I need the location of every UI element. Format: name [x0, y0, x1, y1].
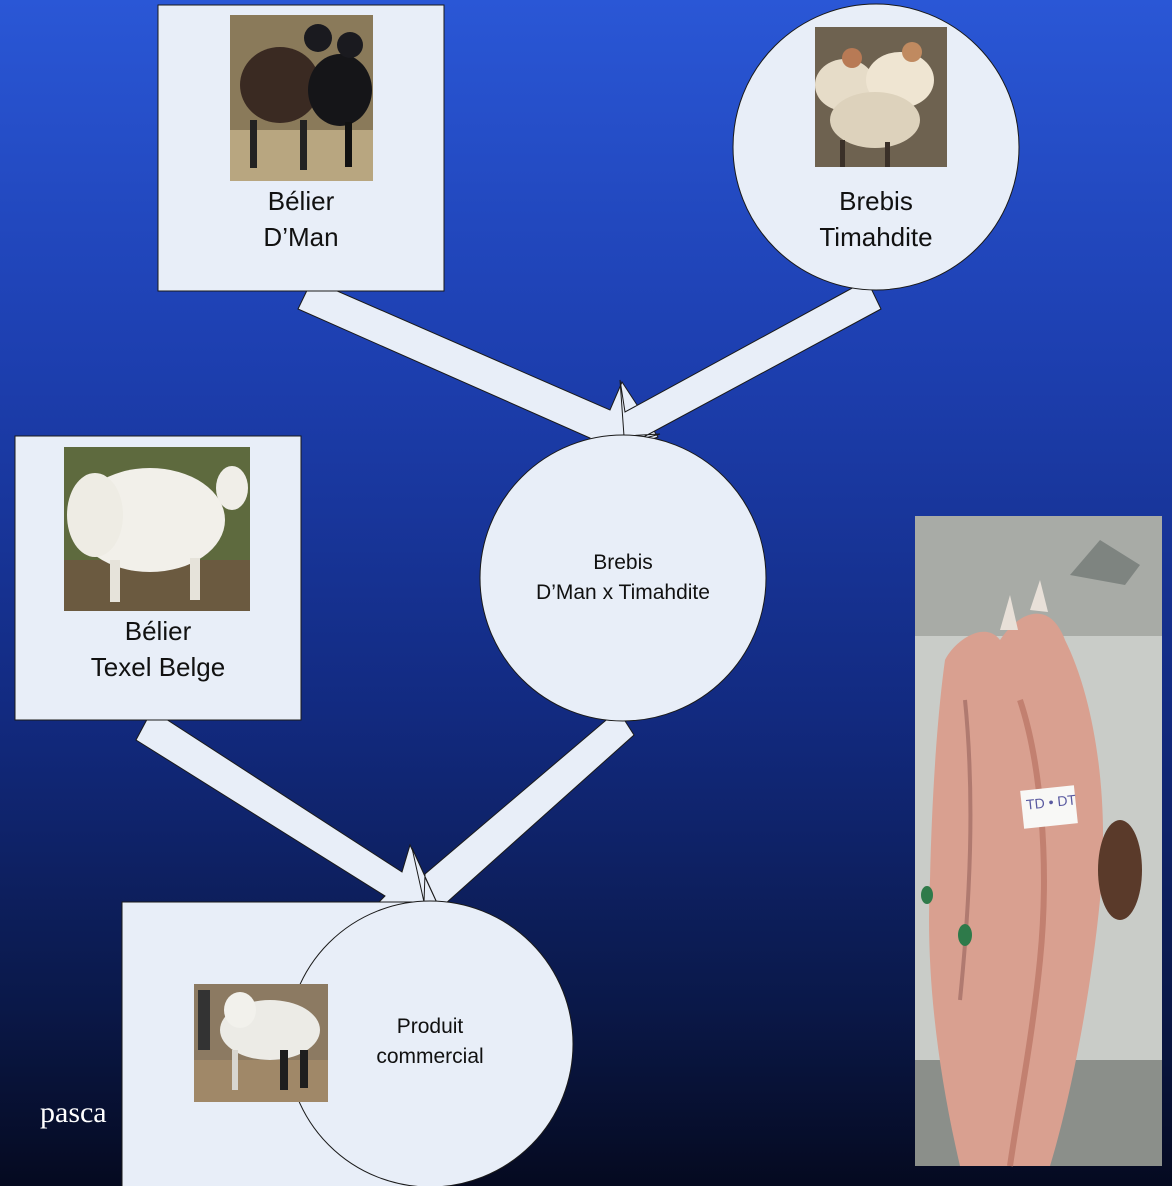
arrow-timahdite-to-cross	[619, 279, 882, 441]
belier-dman-label: Bélier D’Man	[158, 183, 444, 255]
arrow-texel-to-produit	[135, 709, 439, 906]
brebis-timahdite-line2: Timahdite	[819, 222, 933, 252]
black-rams-photo	[230, 15, 373, 181]
belier-dman-line1: Bélier	[267, 186, 335, 216]
texel-ram-photo	[64, 447, 250, 611]
arrow-cross-to-produit	[411, 709, 635, 906]
footer-text: pasca	[40, 1096, 107, 1129]
brebis-cross-circle	[479, 434, 767, 722]
belier-texel-line2: Texel Belge	[90, 652, 226, 682]
brebis-cross-label: Brebis D’Man x Timahdite	[483, 548, 763, 608]
belier-texel-line1: Bélier	[124, 616, 192, 646]
belier-dman-line2: D’Man	[263, 222, 339, 252]
lamb-photo	[194, 984, 328, 1102]
brebis-timahdite-label: Brebis Timahdite	[760, 183, 992, 255]
produit-label: Produit commercial	[330, 1012, 530, 1072]
brebis-cross-line1: Brebis	[593, 551, 653, 574]
carcass-photo	[915, 516, 1162, 1167]
brebis-cross-line2: D’Man x Timahdite	[536, 581, 710, 604]
belier-texel-label: Bélier Texel Belge	[15, 613, 301, 685]
produit-line2: commercial	[376, 1045, 484, 1068]
produit-line1: Produit	[396, 1015, 464, 1038]
brebis-timahdite-line1: Brebis	[839, 186, 913, 216]
white-ewes-photo	[815, 27, 947, 167]
